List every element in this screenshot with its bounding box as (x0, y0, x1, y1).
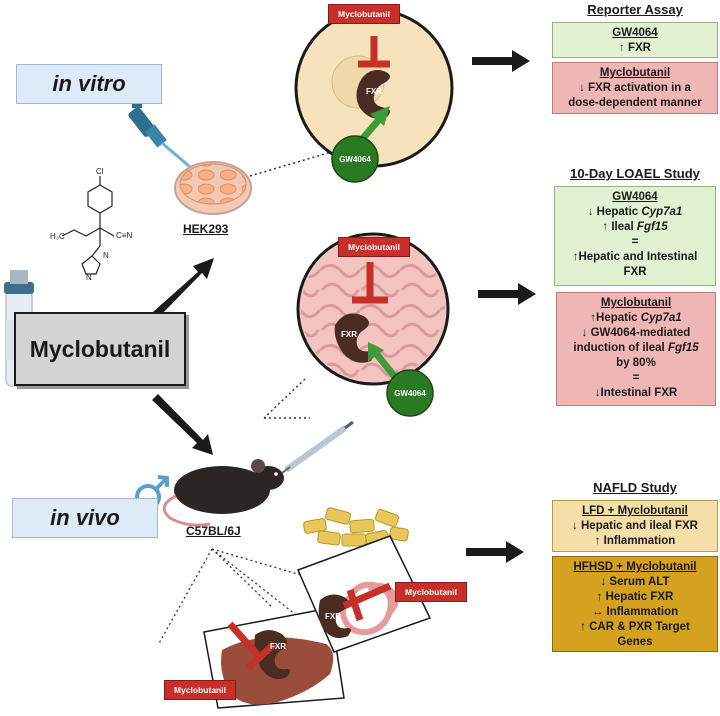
hek293-label: HEK293 (183, 222, 229, 236)
arrows (152, 50, 536, 563)
arrow-to-mouse (152, 394, 213, 455)
myclobutanil-tag-text: Myclobutanil (338, 9, 390, 19)
chem-h3c-label: H₃C (50, 232, 65, 241)
nafld-hf-line5: Genes (617, 636, 653, 648)
myclobutanil-tag-intestine: Myclobutanil (338, 237, 410, 257)
loael-my-line3: induction of ileal Fgf15 (561, 341, 711, 356)
fxr-label-cell: FXR (366, 87, 382, 96)
nafld-lfd-line1: ↓ Hepatic and ileal FXR (572, 520, 698, 532)
nafld-heading: NAFLD Study (593, 480, 677, 495)
nafld-hf-line3: ↔ Inflammation (591, 606, 679, 618)
arrow-loael (478, 283, 536, 305)
loael-my-line5: ↓Intestinal FXR (594, 387, 678, 399)
reporter-my-line1: ↓ FXR activation in a (579, 82, 691, 94)
food-pellets-icon (303, 507, 409, 547)
loael-gw-line1-gene: Cyp7a1 (641, 206, 683, 218)
reporter-gw-line: ↑ FXR (619, 42, 651, 54)
nafld-lfd-title: LFD + Myclobutanil (582, 505, 688, 517)
myclobutanil-tag-text: Myclobutanil (348, 242, 400, 252)
loael-gw-line4: FXR (623, 266, 647, 278)
myclobutanil-main-text: Myclobutanil (29, 335, 171, 362)
loael-gw-line1-a: ↓ Hepatic (587, 206, 642, 218)
in-vivo-text: in vivo (50, 505, 120, 530)
reporter-my-line2: dose-dependent manner (568, 97, 702, 109)
reporter-my-title: Myclobutanil (599, 67, 671, 79)
mouse-icon (162, 459, 284, 527)
arrow-to-hek (153, 258, 214, 318)
nafld-lfd-box: LFD + Myclobutanil ↓ Hepatic and ileal F… (552, 500, 718, 552)
arrow-nafld (466, 541, 524, 563)
loael-my-line1-gene: Cyp7a1 (640, 312, 682, 324)
chem-n-label-bottom: N (86, 273, 92, 282)
gw4064-label-cell: GW4064 (332, 150, 378, 168)
loael-my-line1-a: ↑Hepatic (590, 312, 641, 324)
loael-gw-line1: ↓ Hepatic Cyp7a1 (559, 205, 711, 220)
fxr-label-intestine: FXR (341, 330, 357, 339)
myclobutanil-main-box: Myclobutanil (14, 312, 186, 386)
loael-gw-line2-a: ↑ Ileal (602, 221, 637, 233)
gw4064-label-intestine: GW4064 (387, 384, 433, 402)
loael-gw-equals: = (631, 236, 639, 248)
intestine-panel-icon (296, 535, 432, 653)
reporter-assay-heading: Reporter Assay (587, 2, 683, 17)
intestine-circle-icon (296, 232, 450, 417)
reporter-myclobutanil-box: Myclobutanil ↓ FXR activation in a dose-… (552, 62, 718, 114)
myclobutanil-tag-liver: Myclobutanil (164, 680, 236, 700)
petri-dish-icon (174, 161, 252, 215)
loael-my-line3-gene: Fgf15 (667, 342, 699, 354)
loael-gw-line3: ↑Hepatic and Intestinal (572, 251, 698, 263)
cell-icon (294, 8, 454, 183)
nafld-hfhsd-box: HFHSD + Myclobutanil ↓ Serum ALT ↑ Hepat… (552, 556, 718, 652)
myclobutanil-tag-text: Myclobutanil (405, 587, 457, 597)
nafld-hf-line1: ↓ Serum ALT (600, 576, 670, 588)
loael-my-line1: ↑Hepatic Cyp7a1 (561, 311, 711, 326)
gw4064-text: GW4064 (339, 154, 371, 164)
gw4064-text: GW4064 (394, 388, 426, 398)
fxr-label-liver: FXR (270, 642, 286, 651)
loael-myclobutanil-box: Myclobutanil ↑Hepatic Cyp7a1 ↓ GW4064-me… (556, 292, 716, 406)
nafld-hf-title: HFHSD + Myclobutanil (573, 561, 697, 573)
loael-gw-line2: ↑ Ileal Fgf15 (559, 220, 711, 235)
myclobutanil-structure-icon (61, 176, 115, 275)
chem-n-label-top: N (103, 251, 109, 260)
loael-my-title: Myclobutanil (600, 297, 672, 309)
loael-gw-title: GW4064 (612, 191, 658, 203)
fxr-label-intestine-panel: FXR (325, 612, 341, 621)
loael-my-line3-a: induction of ileal (573, 342, 668, 354)
pipette-icon (128, 98, 197, 174)
nafld-hf-line4: ↑ CAR & PXR Target (580, 621, 690, 633)
zoom-line (249, 149, 339, 177)
chem-cl-label: Cl (96, 167, 104, 176)
in-vivo-label: in vivo (12, 498, 158, 538)
syringe-icon (281, 420, 354, 474)
nafld-lfd-line2: ↑ Inflammation (594, 535, 676, 547)
loael-my-line2: ↓ GW4064-mediated (581, 327, 691, 339)
chem-cn-label: C≡N (116, 231, 133, 240)
reporter-gw-title: GW4064 (612, 27, 658, 39)
nafld-hf-line2: ↑ Hepatic FXR (596, 591, 674, 603)
myclobutanil-tag-text: Myclobutanil (174, 685, 226, 695)
loael-gw4064-box: GW4064 ↓ Hepatic Cyp7a1 ↑ Ileal Fgf15 = … (554, 186, 716, 286)
in-vitro-label: in vitro (16, 64, 162, 104)
loael-heading: 10-Day LOAEL Study (570, 166, 700, 181)
myclobutanil-tag-cell: Myclobutanil (328, 4, 400, 24)
loael-gw-line2-gene: Fgf15 (636, 221, 668, 233)
loael-my-line4: by 80% (616, 357, 656, 369)
arrow-reporter (472, 50, 530, 72)
reporter-gw4064-box: GW4064 ↑ FXR (552, 22, 718, 58)
myclobutanil-tag-intestine-panel: Myclobutanil (395, 582, 467, 602)
mouse-strain-label: C57BL/6J (186, 524, 241, 538)
in-vitro-text: in vitro (52, 71, 126, 96)
liver-panel-icon (203, 607, 345, 709)
loael-my-equals: = (632, 372, 640, 384)
